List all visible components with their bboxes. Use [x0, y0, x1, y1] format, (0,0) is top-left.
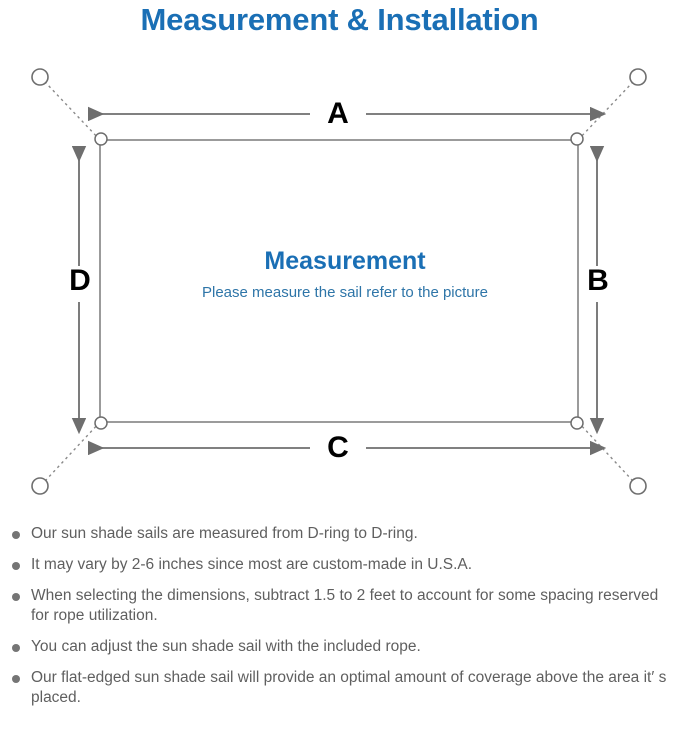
- dimension-a: A: [88, 97, 607, 130]
- dimension-b: B: [587, 146, 609, 435]
- list-item: It may vary by 2-6 inches since most are…: [0, 555, 679, 575]
- d-ring-bottom-left: [94, 416, 108, 430]
- d-ring-top-right: [570, 132, 584, 146]
- rope-line-bottom-left: [45, 421, 101, 481]
- bullet-icon: [12, 644, 20, 652]
- list-item-text: It may vary by 2-6 inches since most are…: [31, 556, 473, 573]
- d-rings: [94, 132, 584, 430]
- anchor-rings: [31, 68, 647, 495]
- dimension-c-label: C: [327, 431, 349, 464]
- list-item-text: You can adjust the sun shade sail with t…: [31, 638, 421, 655]
- d-ring-bottom-right: [570, 416, 584, 430]
- dimension-b-label: B: [587, 264, 609, 297]
- bullet-icon: [12, 675, 20, 683]
- bullet-icon: [12, 562, 20, 570]
- dimension-d: D: [69, 146, 91, 435]
- dimension-c: C: [88, 431, 607, 464]
- list-item: When selecting the dimensions, subtract …: [0, 586, 679, 626]
- dimension-d-label: D: [69, 264, 91, 297]
- anchor-ring-top-left: [31, 68, 49, 86]
- list-item: Our flat-edged sun shade sail will provi…: [0, 668, 679, 708]
- d-ring-top-left: [94, 132, 108, 146]
- list-item-text: Our flat-edged sun shade sail will provi…: [31, 669, 667, 706]
- anchor-ring-top-right: [629, 68, 647, 86]
- list-item-text: When selecting the dimensions, subtract …: [31, 587, 659, 624]
- diagram-center-heading: Measurement: [264, 247, 426, 275]
- list-item: You can adjust the sun shade sail with t…: [0, 637, 679, 657]
- rope-line-top-left: [45, 82, 101, 141]
- dimension-a-label: A: [327, 97, 349, 130]
- anchor-ring-bottom-right: [629, 477, 647, 495]
- page-title: Measurement & Installation: [140, 2, 539, 37]
- diagram-center-subtitle: Please measure the sail refer to the pic…: [202, 284, 488, 301]
- rope-line-bottom-right: [577, 421, 633, 481]
- list-item-text: Our sun shade sails are measured from D-…: [31, 525, 418, 542]
- notes-list: Our sun shade sails are measured from D-…: [0, 524, 679, 708]
- anchor-ring-bottom-left: [31, 477, 49, 495]
- sail-diagram-svg: A C D B Measurement Please measure the s…: [31, 68, 647, 495]
- list-item: Our sun shade sails are measured from D-…: [0, 524, 679, 544]
- sail-body: [99, 139, 579, 423]
- rope-lines: [45, 82, 633, 481]
- rope-line-top-right: [577, 82, 633, 141]
- bullet-icon: [12, 593, 20, 601]
- measurement-diagram: A C D B Measurement Please measure the s…: [0, 44, 679, 518]
- bullet-icon: [12, 531, 20, 539]
